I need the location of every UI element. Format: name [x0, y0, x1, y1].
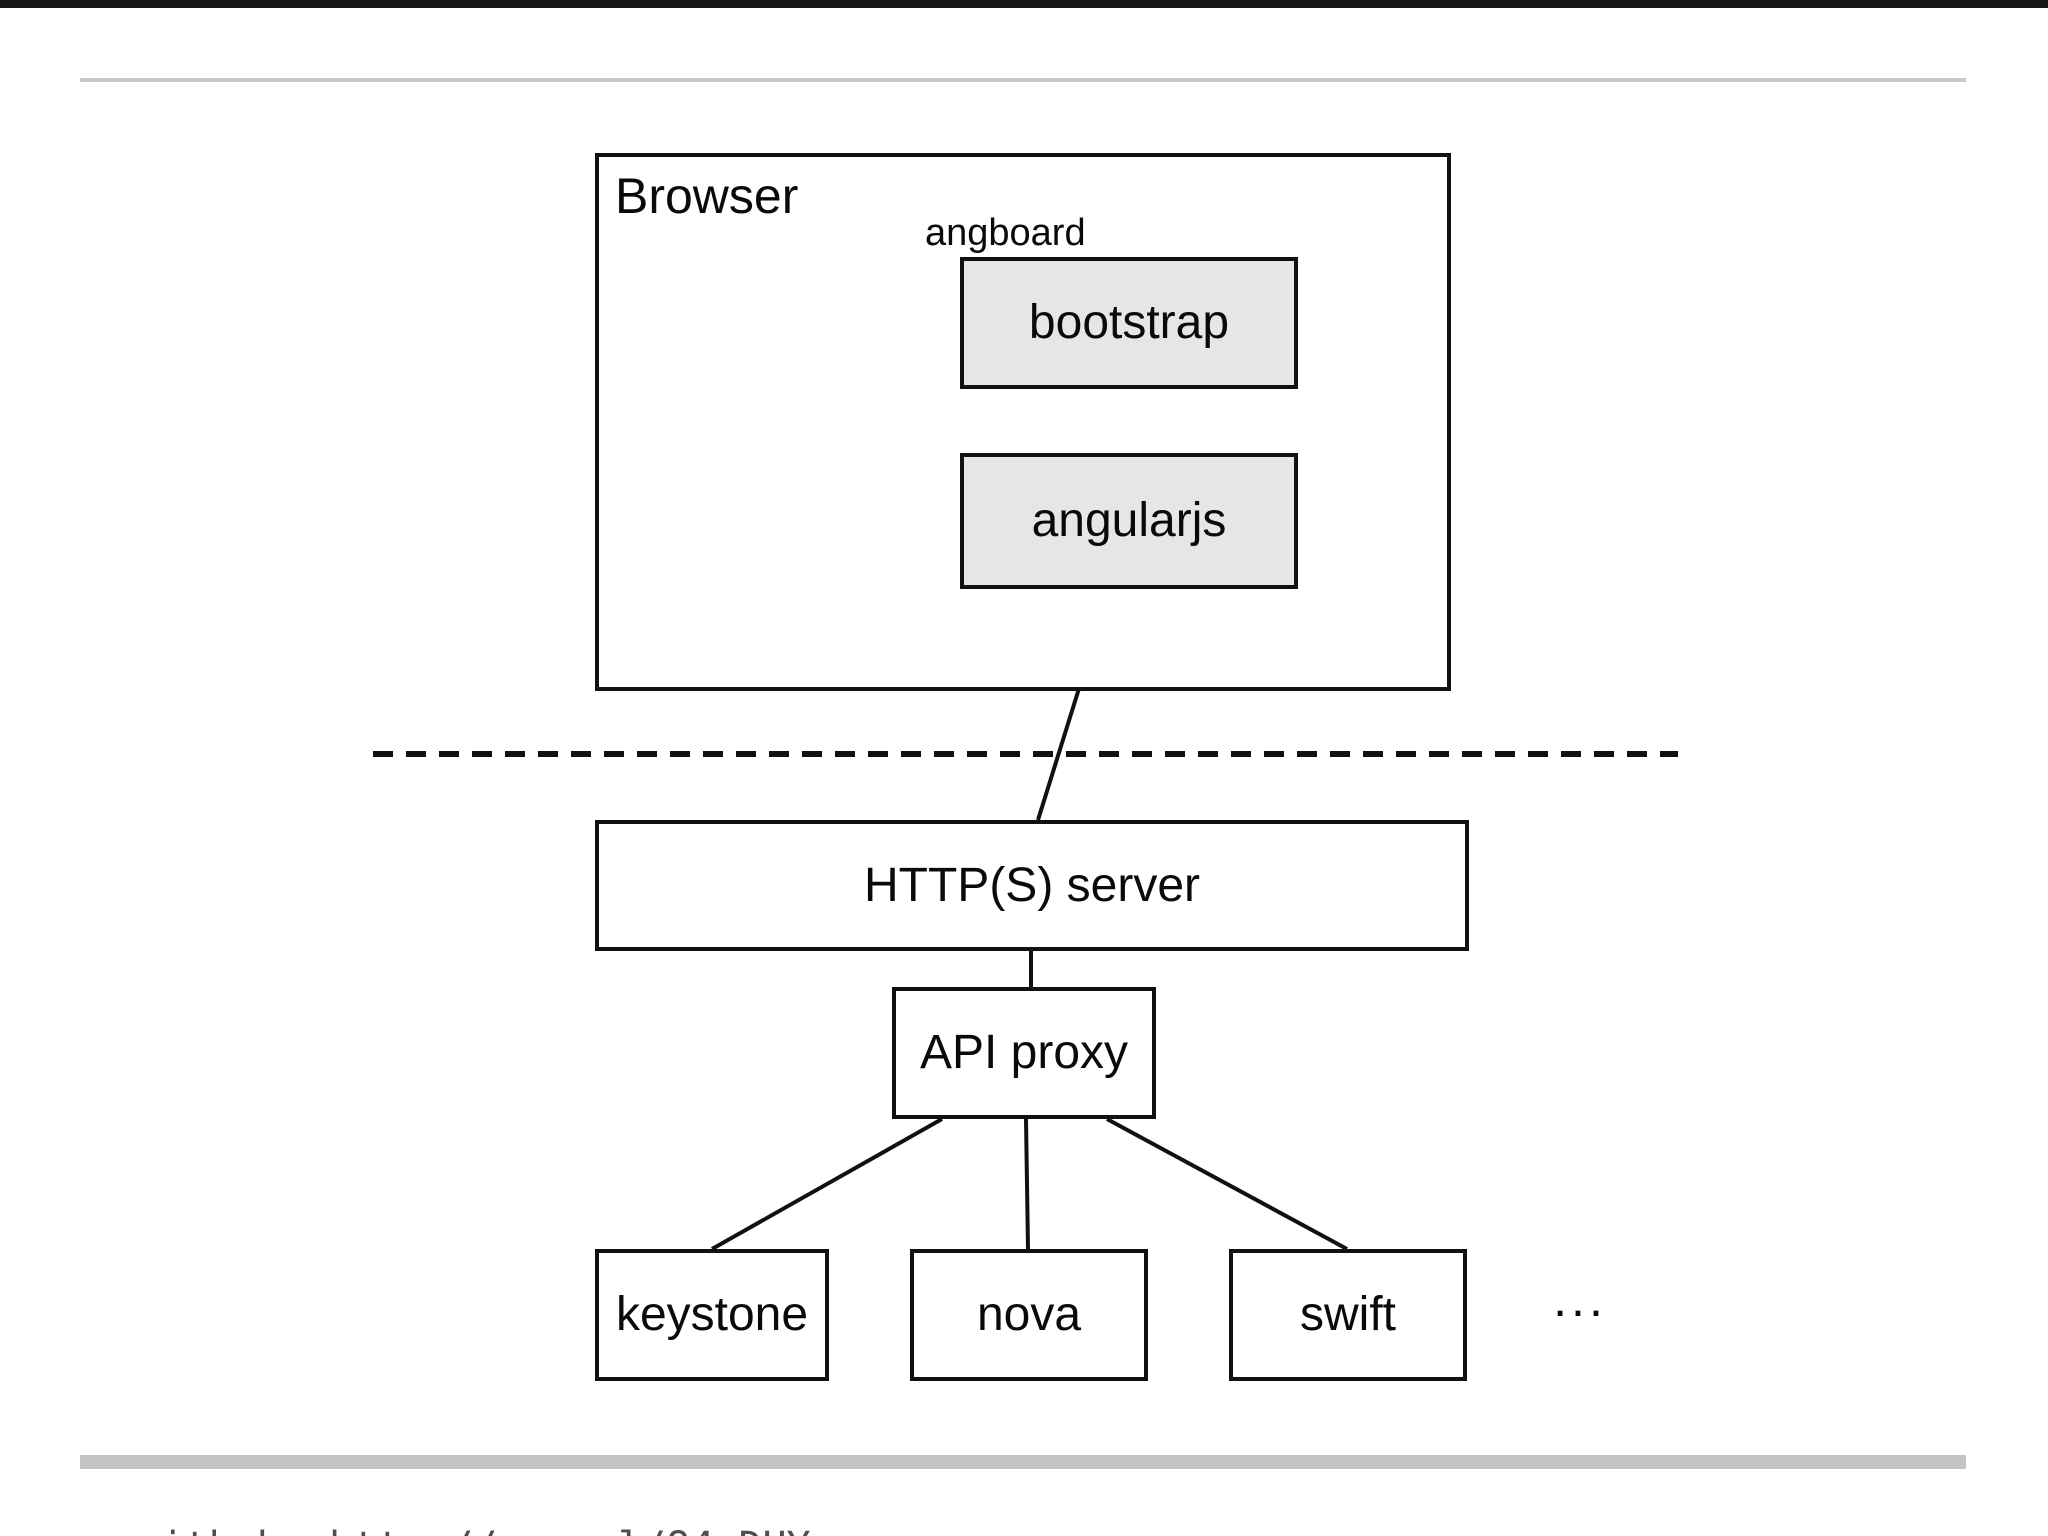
connector-apiproxy-swift: [1106, 1117, 1348, 1251]
browser-label: Browser: [615, 168, 799, 224]
keystone-box: keystone: [595, 1249, 829, 1381]
angboard-label: angboard: [925, 212, 1086, 254]
footer-github-link[interactable]: http://goo.gl/84xDHY: [329, 1524, 811, 1536]
http-server-label: HTTP(S) server: [864, 858, 1200, 912]
bottom-divider-rule: [80, 1455, 1966, 1469]
connector-apiproxy-nova: [1024, 1118, 1030, 1250]
nova-box: nova: [910, 1249, 1148, 1381]
http-server-box: HTTP(S) server: [595, 820, 1469, 951]
top-divider-rule: [80, 78, 1966, 82]
angularjs-box: angularjs: [960, 453, 1298, 589]
connector-apiproxy-keystone: [711, 1117, 943, 1251]
footer-github: github: http://goo.gl/84xDHY: [40, 1478, 811, 1536]
footer-github-label: github:: [136, 1524, 329, 1536]
api-proxy-box: API proxy: [892, 987, 1156, 1119]
bootstrap-box: bootstrap: [960, 257, 1298, 389]
more-services-ellipsis: ...: [1553, 1271, 1607, 1327]
nova-label: nova: [976, 1288, 1082, 1341]
swift-box: swift: [1229, 1249, 1467, 1381]
api-proxy-label: API proxy: [919, 1026, 1129, 1079]
angularjs-label: angularjs: [1031, 494, 1227, 547]
bootstrap-label: bootstrap: [1028, 296, 1230, 349]
swift-label: swift: [1300, 1288, 1396, 1341]
top-edge-strip: [0, 0, 2048, 8]
browser-box: Browser: [595, 153, 1451, 691]
keystone-label: keystone: [615, 1288, 809, 1341]
